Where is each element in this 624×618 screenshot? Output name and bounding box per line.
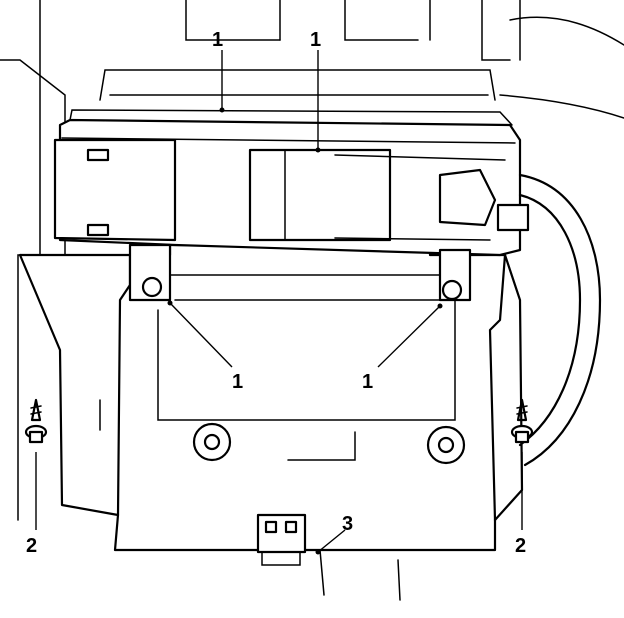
- callout-fastener-right: 1: [362, 371, 373, 393]
- callout-connector: 3: [342, 513, 353, 535]
- control-module-housing: [18, 243, 524, 552]
- leader-lines: [35, 50, 523, 555]
- callout-clip-top-left: 1: [212, 29, 223, 51]
- callout-fastener-left: 1: [232, 371, 243, 393]
- actuator-assembly: [53, 109, 530, 302]
- electrical-connector: [256, 513, 401, 601]
- callout-clip-top-center: 1: [310, 29, 321, 51]
- air-duct-hose: [518, 173, 602, 467]
- screw-right: [510, 398, 534, 444]
- callout-screw-right: 2: [515, 535, 526, 557]
- screw-left: [24, 398, 48, 444]
- callout-screw-left: 2: [26, 535, 37, 557]
